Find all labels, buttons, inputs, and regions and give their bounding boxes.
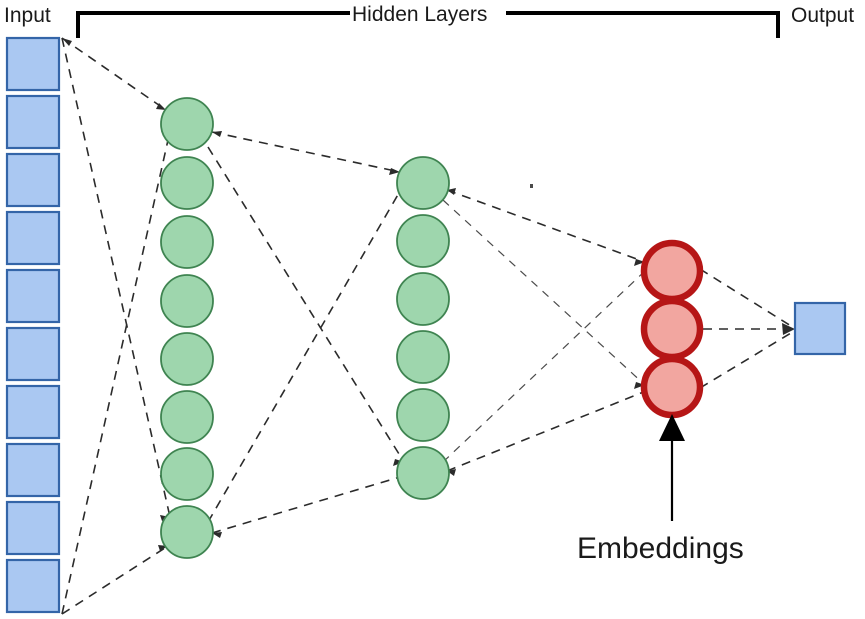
input-node[interactable]	[5, 152, 61, 208]
input-node[interactable]	[5, 36, 61, 92]
input-node[interactable]	[5, 94, 61, 150]
connection-edge	[61, 37, 171, 518]
hidden-layer-2	[396, 156, 450, 500]
input-node[interactable]	[5, 210, 61, 266]
embedding-layer	[640, 239, 704, 419]
input-node[interactable]	[5, 442, 61, 498]
input-label: Input	[4, 4, 51, 27]
arrowhead	[389, 168, 400, 175]
hidden-node[interactable]	[396, 214, 450, 268]
connection-edge	[211, 476, 401, 534]
embeddings-callout-label: Embeddings	[577, 532, 744, 565]
connections-input-to-hidden1	[61, 37, 171, 615]
connection-edge	[699, 332, 792, 389]
connection-edge	[211, 131, 401, 173]
connection-edge	[61, 37, 167, 111]
connection-edge	[446, 189, 646, 263]
input-node[interactable]	[5, 500, 61, 556]
hidden-layer-1	[160, 97, 214, 559]
arrowhead	[447, 188, 456, 195]
arrowhead	[634, 382, 645, 389]
connections-embeddings-to-output	[699, 268, 795, 389]
input-node[interactable]	[5, 384, 61, 440]
hidden-node[interactable]	[396, 272, 450, 326]
connection-edge	[61, 545, 169, 615]
arrowhead	[634, 259, 645, 266]
embeddings-callout: Embeddings	[577, 414, 744, 565]
input-node[interactable]	[5, 268, 61, 324]
output-node[interactable]	[793, 301, 847, 356]
connection-edge	[446, 390, 647, 472]
connection-edge	[442, 270, 646, 463]
arrowhead	[212, 131, 222, 137]
hidden-node[interactable]	[396, 330, 450, 384]
stray-mark	[530, 184, 533, 188]
hidden-node[interactable]	[396, 156, 450, 210]
hidden-layers-label: Hidden Layers	[352, 3, 487, 26]
connections-hidden2-to-embeddings	[442, 188, 647, 476]
embedding-node[interactable]	[640, 355, 704, 419]
embedding-node[interactable]	[640, 297, 704, 361]
connection-edge	[699, 268, 792, 327]
connections-hidden1-to-hidden2	[207, 131, 405, 538]
connection-edge	[61, 139, 169, 615]
connection-edge	[442, 199, 646, 386]
bracket-right-segment	[506, 11, 780, 38]
arrowhead	[156, 103, 166, 110]
bracket-left-segment	[76, 11, 350, 38]
arrowhead	[62, 38, 72, 46]
hidden-node[interactable]	[160, 505, 214, 559]
hidden-node[interactable]	[396, 388, 450, 442]
input-node[interactable]	[5, 558, 61, 614]
callout-arrow-head	[659, 414, 685, 441]
hidden-node[interactable]	[160, 390, 214, 444]
hidden-node[interactable]	[160, 274, 214, 328]
input-node[interactable]	[5, 326, 61, 382]
arrowhead	[782, 323, 795, 335]
hidden-node[interactable]	[160, 97, 214, 151]
hidden-node[interactable]	[160, 447, 214, 501]
connection-edge	[207, 146, 405, 463]
hidden-node[interactable]	[396, 446, 450, 500]
arrowhead	[212, 532, 222, 538]
embedding-node[interactable]	[640, 239, 704, 303]
input-layer	[5, 36, 61, 614]
output-label: Output	[791, 4, 854, 27]
hidden-layers-bracket	[76, 11, 780, 38]
hidden-node[interactable]	[160, 215, 214, 269]
hidden-node[interactable]	[160, 156, 214, 210]
connection-edge	[207, 185, 404, 523]
hidden-node[interactable]	[160, 332, 214, 386]
